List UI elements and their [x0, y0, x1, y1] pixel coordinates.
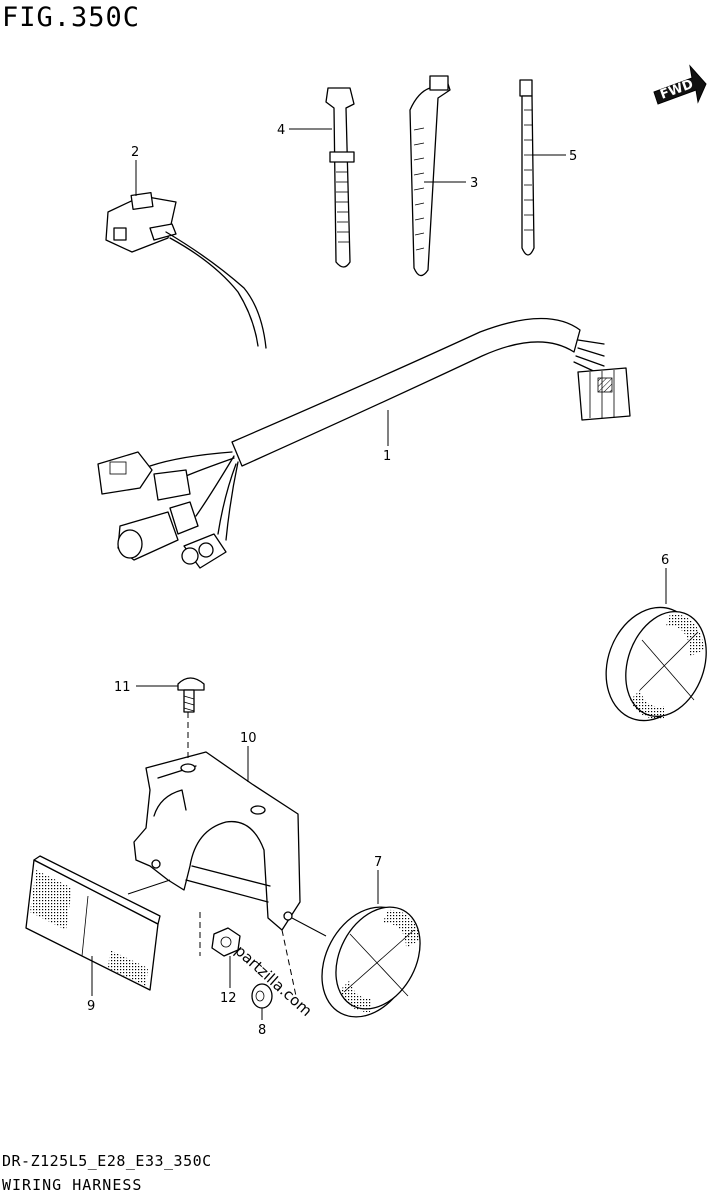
- round-reflector-part-6: [605, 606, 707, 722]
- callout-labels: 1 2 3 4 5 6 7 8 9 10 11 12: [87, 123, 669, 1038]
- callout-7: 7: [374, 855, 382, 870]
- switch-part: [105, 192, 267, 349]
- callout-3: 3: [470, 176, 478, 191]
- fwd-label: FWD: [658, 77, 695, 103]
- callout-1: 1: [383, 449, 391, 464]
- screw-part: [177, 677, 205, 713]
- footer-name: WIRING HARNESS: [2, 1176, 143, 1194]
- callout-9: 9: [87, 999, 95, 1014]
- callout-5: 5: [569, 149, 577, 164]
- leader-lines: [91, 128, 667, 1020]
- figure-title: FIG.350C: [2, 2, 141, 33]
- round-reflector-part-7: [321, 906, 421, 1018]
- watermark-text: partzilla.com: [231, 942, 315, 1020]
- fwd-arrow-icon: FWD: [653, 64, 707, 105]
- cable-tie-part: [519, 79, 535, 256]
- callout-11: 11: [114, 680, 131, 695]
- callout-6: 6: [661, 553, 669, 568]
- bracket-part: [133, 712, 301, 931]
- callout-2: 2: [131, 145, 139, 160]
- wiring-harness-part: [97, 317, 631, 569]
- band-part: [325, 87, 355, 268]
- callout-4: 4: [277, 123, 285, 138]
- clamp-part: [409, 75, 451, 277]
- rectangular-reflector-part: [25, 855, 161, 991]
- nut-part-12: [199, 912, 241, 957]
- footer-code: DR-Z125L5_E28_E33_350C: [2, 1152, 212, 1170]
- callout-8: 8: [258, 1023, 266, 1038]
- callout-10: 10: [240, 731, 257, 746]
- callout-12: 12: [220, 991, 237, 1006]
